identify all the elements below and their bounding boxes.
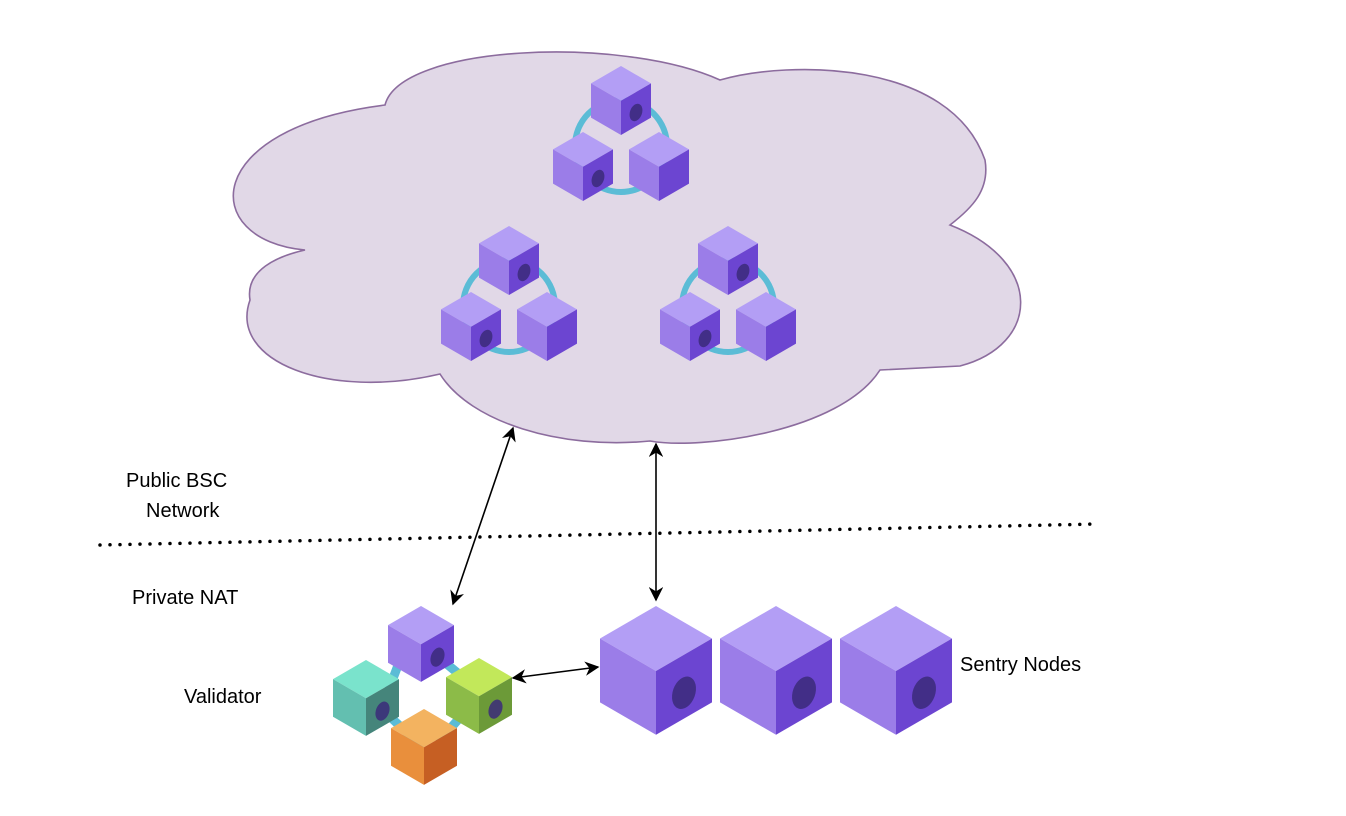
public-cluster-1-node-right <box>629 132 689 201</box>
arrow-validator-sentry <box>511 661 600 684</box>
port-hole-icon <box>488 699 503 719</box>
cube-top-face <box>517 292 577 327</box>
cube-left-face <box>553 149 583 201</box>
validator-node-green <box>446 658 512 734</box>
sentry-node-1 <box>600 606 712 735</box>
port-hole-icon <box>672 676 696 709</box>
validator-node-purple <box>388 606 454 682</box>
public-cluster-3-node-left <box>660 292 720 361</box>
port-hole-icon <box>591 169 605 188</box>
cube-right-face <box>547 309 577 361</box>
cube-left-face <box>698 243 728 295</box>
cube-left-face <box>391 728 424 785</box>
public-cluster-2-node-right <box>517 292 577 361</box>
sentry-nodes-label: Sentry Nodes <box>960 654 1082 676</box>
cube-left-face <box>736 309 766 361</box>
port-hole-icon <box>736 263 750 282</box>
cube-top-face <box>629 132 689 167</box>
port-hole-icon <box>792 676 816 709</box>
public-cluster-3-node-right <box>736 292 796 361</box>
cube-left-face <box>600 638 656 735</box>
cube-top-face <box>736 292 796 327</box>
validator-label: Validator <box>184 686 262 708</box>
public-cluster-2-node-left <box>441 292 501 361</box>
port-hole-icon <box>517 263 531 282</box>
cube-left-face <box>660 309 690 361</box>
cube-right-face <box>659 149 689 201</box>
public-cluster-2-node-top <box>479 226 539 295</box>
cube-right-face <box>424 728 457 785</box>
port-hole-icon <box>375 701 390 721</box>
public-cluster-1-node-left <box>553 132 613 201</box>
cube-top-face <box>600 606 712 671</box>
port-hole-icon <box>430 647 445 667</box>
port-hole-icon <box>629 103 643 122</box>
port-hole-icon <box>479 329 493 348</box>
port-hole-icon <box>698 329 712 348</box>
cube-left-face <box>441 309 471 361</box>
public-network-label-line1: Public BSC <box>126 470 228 492</box>
dotted-boundary-line <box>98 522 1100 547</box>
arrow-validator-cloud <box>450 426 516 606</box>
cube-top-face <box>591 66 651 101</box>
cube-left-face <box>446 677 479 734</box>
cube-left-face <box>629 149 659 201</box>
public-cluster-3-node-top <box>698 226 758 295</box>
cube-left-face <box>388 625 421 682</box>
public-network-label-line2: Network <box>146 500 220 522</box>
sentry-node-2 <box>720 606 832 735</box>
cube-top-face <box>660 292 720 327</box>
cube-left-face <box>591 83 621 135</box>
validator-node-orange <box>391 709 457 785</box>
private-nat-label: Private NAT <box>132 587 239 609</box>
validator-node-teal <box>333 660 399 736</box>
port-hole-icon <box>912 676 936 709</box>
cube-top-face <box>840 606 952 671</box>
cube-top-face <box>720 606 832 671</box>
public-cluster-1-node-top <box>591 66 651 135</box>
cube-left-face <box>333 679 366 736</box>
sentry-node-3 <box>840 606 952 735</box>
cube-top-face <box>441 292 501 327</box>
cube-top-face <box>553 132 613 167</box>
cube-right-face <box>766 309 796 361</box>
public-network-cloud <box>232 51 1022 444</box>
cube-left-face <box>517 309 547 361</box>
cube-left-face <box>479 243 509 295</box>
cube-left-face <box>840 638 896 735</box>
cube-left-face <box>720 638 776 735</box>
